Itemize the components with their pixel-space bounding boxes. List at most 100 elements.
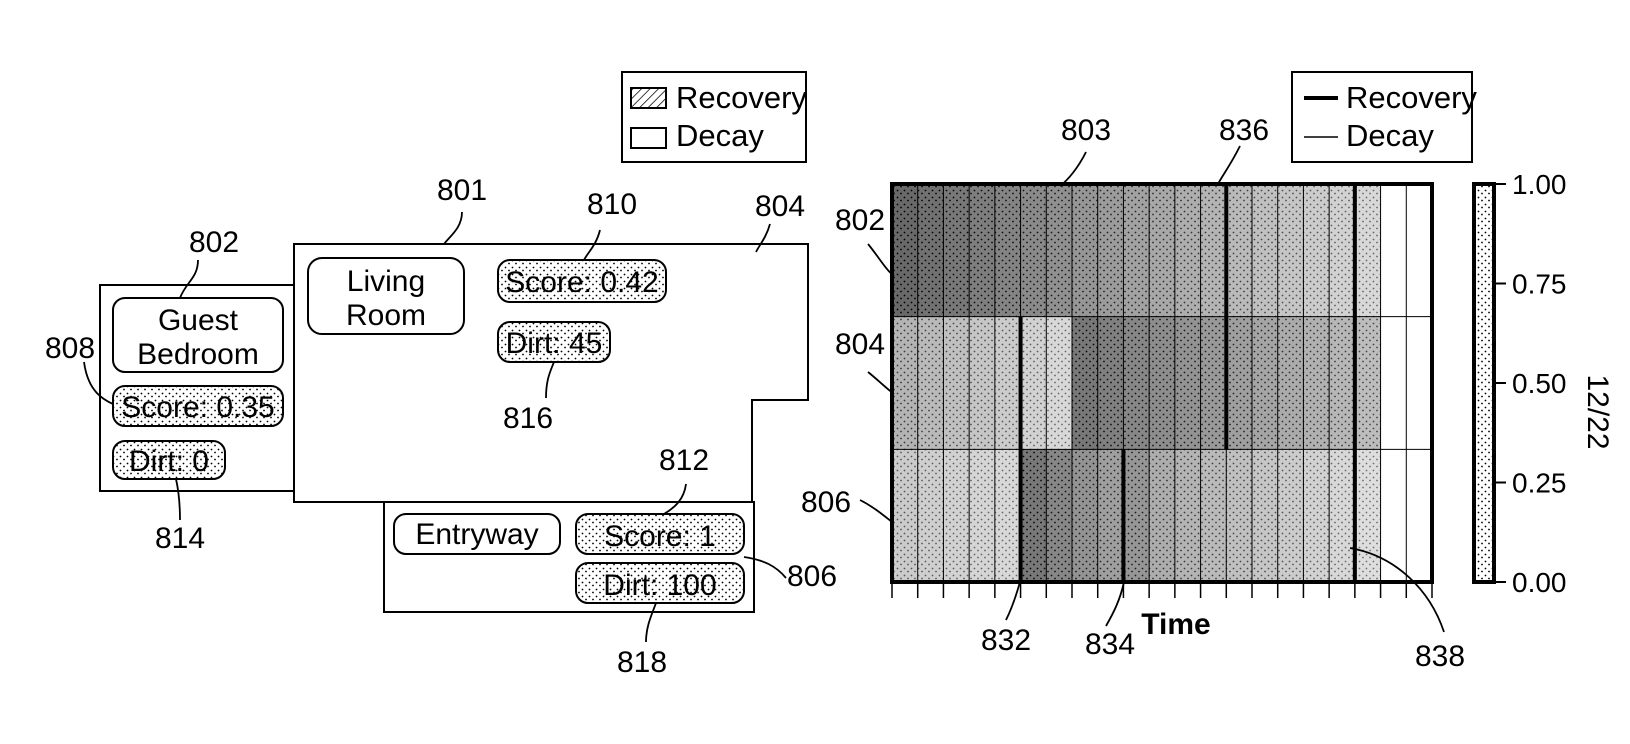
- recovery-swatch: [630, 87, 667, 109]
- ref-810: 810: [587, 188, 637, 221]
- guest-bedroom-score-badge: [112, 385, 284, 427]
- heatmap-cell-texture: [1072, 316, 1098, 450]
- ref-808: 808: [45, 332, 95, 365]
- heatmap-cell-texture: [1123, 184, 1150, 317]
- heatmap-cell-texture: [1329, 449, 1355, 582]
- heatmap-cell-texture: [1354, 184, 1381, 317]
- living-room-dirt: Dirt: 45: [506, 327, 603, 360]
- colorbar-tick-label: 0.75: [1512, 269, 1567, 300]
- colorbar-tick-label: 1.00: [1512, 169, 1567, 200]
- heatmap-cell: [1406, 316, 1432, 450]
- entryway-dirt: Dirt: 100: [603, 569, 716, 602]
- legend-recovery-label: Recovery: [676, 80, 807, 115]
- heatmap-cell-texture: [1174, 316, 1201, 450]
- colorbar-tick-label: 0.00: [1512, 567, 1567, 598]
- heatmap-cell-texture: [1252, 316, 1278, 450]
- heatmap-cell-texture: [892, 449, 918, 582]
- ref-832: 832: [981, 624, 1031, 657]
- heatmap-cell: [1380, 184, 1407, 317]
- guest-bedroom-name-line2: Bedroom: [137, 338, 259, 371]
- entryway-dirt-badge: [575, 562, 745, 604]
- heatmap-cell-texture: [1200, 449, 1227, 582]
- chart-leader-lines: [859, 145, 1445, 633]
- recovery-event-lines: [1018, 184, 1357, 582]
- guest-bedroom-name-box: [112, 297, 284, 373]
- heatmap-cell-texture: [1020, 316, 1047, 450]
- heatmap-cell-texture: [1097, 184, 1124, 317]
- heatmap-cell-texture: [1149, 184, 1175, 317]
- heatmap-cell-texture: [1277, 184, 1304, 317]
- heatmap-cell-texture: [1097, 316, 1124, 450]
- heatmap-cell-texture: [1020, 184, 1047, 317]
- heatmap-cell: [1380, 449, 1407, 582]
- heatmap-cells: [892, 184, 1432, 582]
- ref-806-map: 806: [787, 560, 837, 593]
- colorbar-tick-label: 0.50: [1512, 368, 1567, 399]
- heatmap-cell-texture: [1277, 316, 1304, 450]
- heatmap-cell-texture: [943, 449, 970, 582]
- heatmap-chart: Recovery Decay 1.000.750.500.250.00 Time…: [801, 71, 1614, 673]
- ref-834: 834: [1085, 628, 1135, 661]
- heatmap-cell-texture: [1072, 449, 1098, 582]
- heatmap-cell-texture: [1303, 316, 1330, 450]
- heatmap-cell-texture: [1329, 316, 1355, 450]
- decay-swatch: [630, 127, 667, 149]
- ref-804-map: 804: [755, 190, 805, 223]
- ref-804-chart: 804: [835, 328, 885, 361]
- entryway-name-box: [393, 513, 561, 555]
- chart-legend-decay-label: Decay: [1346, 118, 1434, 153]
- guest-bedroom-dirt-badge: [112, 440, 226, 480]
- colorbar-ticks: 1.000.750.500.250.00: [1494, 169, 1567, 598]
- heatmap-cell: [1406, 184, 1432, 317]
- heatmap-cell-texture: [1303, 184, 1330, 317]
- heatmap-cell-texture: [943, 316, 970, 450]
- ref-814: 814: [155, 522, 205, 555]
- heatmap-cell-texture: [917, 184, 944, 317]
- ref-818: 818: [617, 646, 667, 679]
- living-room-name-line2: Room: [346, 299, 426, 332]
- date-label: 12/22: [1581, 374, 1614, 449]
- heatmap-cell-texture: [1123, 449, 1150, 582]
- ref-838: 838: [1415, 640, 1465, 673]
- living-room-name-line1: Living: [347, 265, 425, 298]
- heatmap-cell-texture: [943, 184, 970, 317]
- ref-803: 803: [1061, 114, 1111, 147]
- legend-decay-label: Decay: [676, 118, 764, 153]
- heatmap-cell-texture: [1200, 316, 1227, 450]
- heatmap-cell-texture: [1226, 449, 1252, 582]
- heatmap-cell-texture: [917, 449, 944, 582]
- heatmap-cell-texture: [1174, 184, 1201, 317]
- entryway-score: Score: 1: [604, 520, 716, 553]
- time-axis-ticks: [891, 582, 1433, 598]
- heatmap-cell-texture: [1149, 449, 1175, 582]
- ref-802-chart: 802: [835, 204, 885, 237]
- ref-802-map: 802: [189, 226, 239, 259]
- heatmap-cell-texture: [994, 449, 1021, 582]
- ref-836: 836: [1219, 114, 1269, 147]
- heatmap-cell-texture: [994, 184, 1021, 317]
- heatmap-cell-texture: [892, 184, 918, 317]
- heatmap-cell: [1406, 449, 1432, 582]
- entryway-name: Entryway: [415, 518, 538, 551]
- room-map: Recovery Decay Guest Bedroom Score: 0.35…: [45, 71, 837, 679]
- living-room-score-badge: [497, 259, 667, 303]
- heatmap-cell-texture: [1123, 316, 1150, 450]
- ref-816: 816: [503, 402, 553, 435]
- ref-801: 801: [437, 174, 487, 207]
- ref-806-chart: 806: [801, 486, 851, 519]
- heatmap-cell-texture: [1200, 184, 1227, 317]
- heatmap-cell-texture: [1252, 184, 1278, 317]
- heatmap-cell-texture: [917, 316, 944, 450]
- chart-legend: Recovery Decay: [1291, 71, 1477, 163]
- heatmap-cell-texture: [1149, 316, 1175, 450]
- ref-812: 812: [659, 444, 709, 477]
- heatmap-cell-texture: [892, 316, 918, 450]
- guest-bedroom-score: Score: 0.35: [121, 391, 274, 424]
- living-room-name-box: [307, 257, 465, 335]
- heatmap-cell-texture: [1277, 449, 1304, 582]
- x-axis-label: Time: [1141, 608, 1210, 641]
- heatmap-cell-texture: [1046, 184, 1072, 317]
- heatmap-cell-texture: [1020, 449, 1047, 582]
- heatmap-cell-texture: [1354, 449, 1381, 582]
